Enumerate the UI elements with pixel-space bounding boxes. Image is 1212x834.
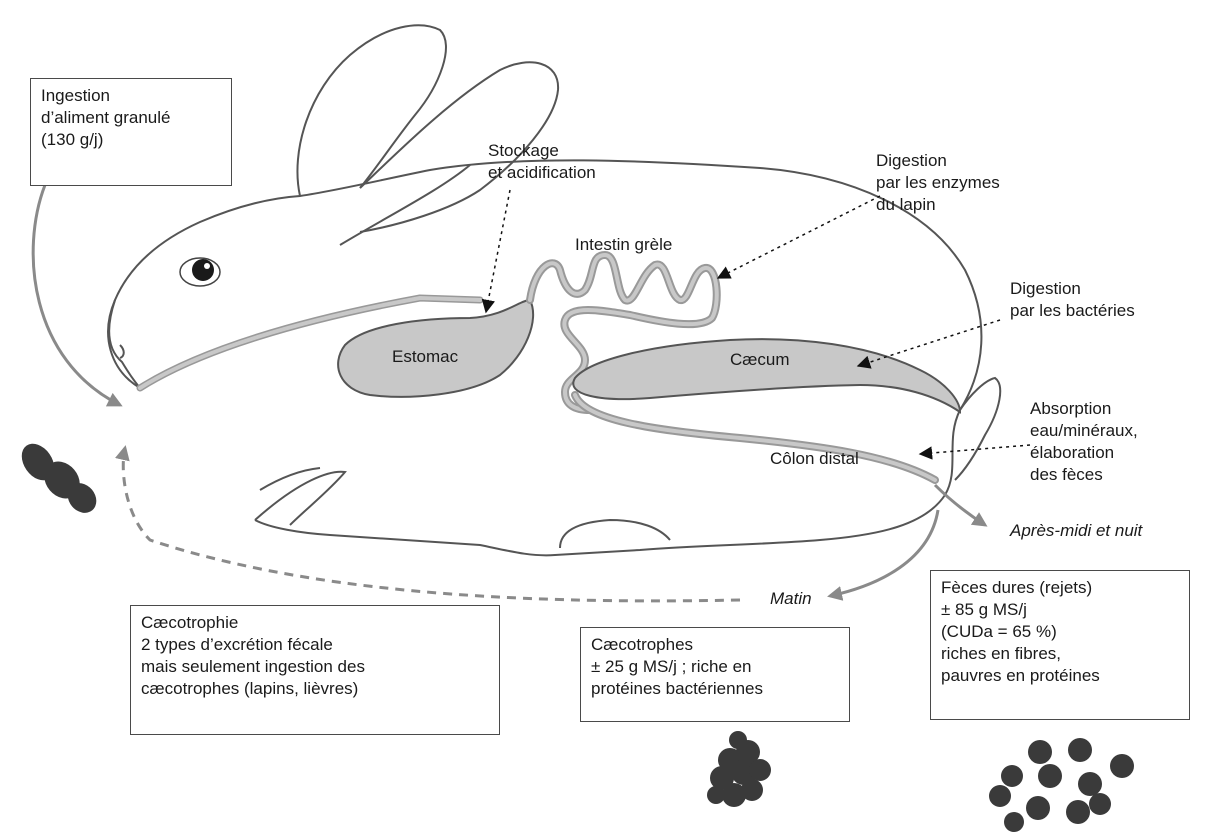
- absorption-line-2: eau/minéraux,: [1030, 420, 1138, 442]
- enzymes-line-1: Digestion: [876, 150, 1000, 172]
- digestion-bacteries-label: Digestion par les bactéries: [1010, 278, 1135, 322]
- colon-distal-organ: [575, 395, 935, 480]
- caecotrophes-line-1: Cæcotrophes: [591, 634, 839, 656]
- granule-pellet-icon: [15, 438, 102, 519]
- enzymes-line-3: du lapin: [876, 194, 1000, 216]
- matin-label: Matin: [770, 588, 812, 610]
- feces-line-2: ± 85 g MS/j: [941, 599, 1179, 621]
- feces-line-3: (CUDa = 65 %): [941, 621, 1179, 643]
- absorption-line-1: Absorption: [1030, 398, 1138, 420]
- rabbit-body: [108, 25, 1000, 555]
- caecotrophie-line-4: cæcotrophes (lapins, lièvres): [141, 678, 489, 700]
- feces-line-5: pauvres en protéines: [941, 665, 1179, 687]
- ingestion-line-3: (130 g/j): [41, 129, 221, 151]
- apres-midi-label: Après-midi et nuit: [1010, 520, 1142, 542]
- caecotrophes-line-2: ± 25 g MS/j ; riche en: [591, 656, 839, 678]
- eye-icon: [180, 258, 220, 286]
- feces-line-4: riches en fibres,: [941, 643, 1179, 665]
- caecotrophie-box: Cæcotrophie 2 types d’excrétion fécale m…: [130, 605, 500, 735]
- caecotrophes-line-3: protéines bactériennes: [591, 678, 839, 700]
- digestion-enzymes-label: Digestion par les enzymes du lapin: [876, 150, 1000, 216]
- intestin-grele-label: Intestin grèle: [575, 234, 672, 256]
- feces-dures-icon: [989, 738, 1134, 832]
- absorption-line-3: élaboration: [1030, 442, 1138, 464]
- stockage-label: Stockage et acidification: [488, 140, 596, 184]
- bacteries-line-2: par les bactéries: [1010, 300, 1135, 322]
- feces-line-1: Fèces dures (rejets): [941, 577, 1179, 599]
- caecotrophie-line-3: mais seulement ingestion des: [141, 656, 489, 678]
- enzymes-arrow: [718, 196, 880, 278]
- feces-dures-box: Fèces dures (rejets) ± 85 g MS/j (CUDa =…: [930, 570, 1190, 720]
- stockage-arrow: [486, 190, 510, 312]
- apres-midi-arrow: [935, 485, 985, 525]
- estomac-label: Estomac: [392, 346, 458, 368]
- bacteries-line-1: Digestion: [1010, 278, 1135, 300]
- matin-arrow: [830, 510, 938, 596]
- enzymes-line-2: par les enzymes: [876, 172, 1000, 194]
- stockage-line-2: et acidification: [488, 162, 596, 184]
- ingestion-arrow: [33, 185, 120, 405]
- absorption-label: Absorption eau/minéraux, élaboration des…: [1030, 398, 1138, 486]
- colon-distal-label: Côlon distal: [770, 448, 859, 470]
- stockage-line-1: Stockage: [488, 140, 596, 162]
- caecotrophe-cluster-icon: [707, 731, 771, 807]
- ingestion-line-1: Ingestion: [41, 85, 221, 107]
- ingestion-box: Ingestion d’aliment granulé (130 g/j): [30, 78, 232, 186]
- caecotrophie-line-1: Cæcotrophie: [141, 612, 489, 634]
- caecotrophie-line-2: 2 types d’excrétion fécale: [141, 634, 489, 656]
- ingestion-line-2: d’aliment granulé: [41, 107, 221, 129]
- caecum-label: Cæcum: [730, 349, 790, 371]
- absorption-line-4: des fèces: [1030, 464, 1138, 486]
- caecotrophes-box: Cæcotrophes ± 25 g MS/j ; riche en proté…: [580, 627, 850, 722]
